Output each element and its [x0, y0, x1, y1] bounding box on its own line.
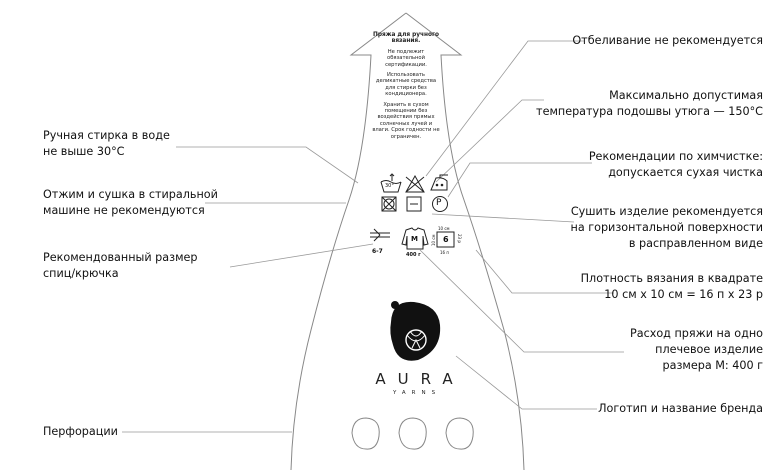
leader-bleach	[425, 40, 584, 177]
perforation-hole-2	[398, 417, 427, 450]
leader-consumption	[419, 249, 624, 353]
tag-outline	[290, 12, 525, 470]
needle-size: 6-7	[372, 248, 383, 255]
flat-dry-icon	[406, 196, 422, 212]
tag-storage: Хранить в сухом помещении без воздействи…	[372, 101, 440, 140]
sweater-icon	[401, 227, 429, 250]
iron-icon	[430, 174, 448, 191]
label-bleach: Отбеливание не рекомендуется	[572, 34, 763, 47]
leader-needle	[229, 243, 374, 268]
label-consumption: Расход пряжи на одно плечевое изделие ра…	[629, 327, 763, 372]
no-tumble-dry-icon	[381, 196, 397, 212]
brand-sub: YARNS	[392, 390, 442, 396]
tag-washing: Использовать деликатные средства для сти…	[375, 72, 437, 98]
gauge-square-icon	[436, 231, 455, 248]
hand-wash-icon	[380, 173, 402, 193]
label-hand-wash: Ручная стирка в воде не выше 30°C	[43, 129, 170, 158]
brand-logo	[390, 301, 441, 361]
leader-flat-dry	[431, 213, 575, 223]
gauge-right: 23 р	[457, 234, 462, 243]
label-iron: Максимально допустимая температура подош…	[536, 89, 763, 118]
perforation-hole-3	[445, 417, 474, 450]
tag-info-text: Пряжа для ручного вязания. Не подлежит о…	[371, 32, 441, 144]
tag-note: Не подлежит обязательной сертификации.	[385, 48, 427, 68]
leader-hand-wash	[176, 146, 359, 184]
gauge-top: 10 см	[438, 226, 450, 231]
leader-iron	[435, 99, 544, 183]
label-perforation: Перфорации	[43, 425, 118, 438]
label-flat-dry: Сушить изделие рекомендуется на горизонт…	[570, 205, 764, 250]
label-spin-dry: Отжим и сушка в стиральной машине не рек…	[43, 188, 218, 217]
gauge-bottom: 16 п	[440, 250, 449, 255]
label-needle: Рекомендованный размер спиц/крючка	[43, 251, 198, 280]
perforation-hole-1	[351, 417, 380, 450]
label-dryclean: Рекомендации по химчистке: допускается с…	[588, 150, 763, 179]
leader-dryclean	[447, 162, 592, 198]
label-gauge: Плотность вязания в квадрате 10 см х 10 …	[580, 272, 763, 301]
wash-temp: 30°	[385, 183, 394, 189]
dryclean-icon	[432, 196, 448, 212]
garment-weight: 400 г	[406, 252, 421, 258]
tag-title: Пряжа для ручного вязания.	[373, 32, 439, 45]
needle-icon	[370, 228, 390, 242]
gauge-value: 6	[443, 235, 449, 244]
leader-logo	[455, 355, 597, 410]
leader-gauge	[475, 249, 614, 294]
gauge-left: 10 см	[431, 234, 436, 246]
garment-letter: M	[411, 235, 418, 243]
brand-name: AURA	[375, 370, 465, 388]
no-bleach-icon	[405, 174, 425, 193]
dryclean-letter: P	[436, 198, 442, 208]
label-logo: Логотип и название бренда	[598, 402, 763, 415]
